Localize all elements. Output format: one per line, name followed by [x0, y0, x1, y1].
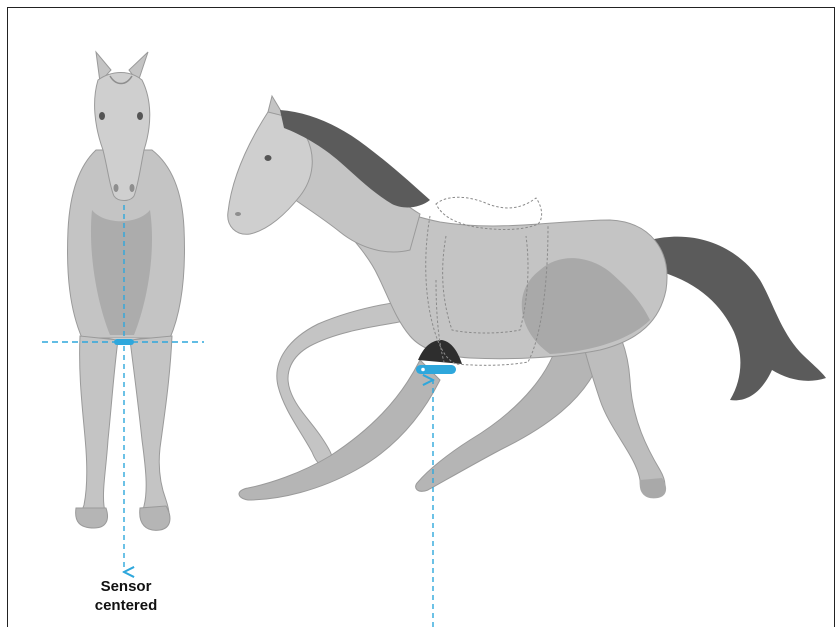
left-eye [99, 112, 105, 120]
front-leg-reaching [239, 360, 440, 500]
side-eye [265, 155, 272, 161]
horse-front-view-icon [68, 52, 185, 530]
horse-galloping-side-view-icon [228, 96, 826, 500]
front-right-leg [130, 336, 172, 526]
front-sensor-icon [114, 339, 134, 345]
left-nostril [114, 184, 119, 192]
sensor-indicator-dot [421, 368, 425, 372]
caption-line-2: centered [70, 596, 182, 615]
right-eye [137, 112, 143, 120]
side-nostril [235, 212, 241, 216]
sensor-centered-caption: Sensor centered [70, 577, 182, 615]
caption-line-1: Sensor [70, 577, 182, 596]
front-right-hoof [140, 506, 170, 530]
hind-hoof [640, 478, 666, 498]
front-left-hoof [76, 508, 108, 528]
tail [650, 237, 826, 401]
front-left-leg [80, 336, 118, 524]
right-nostril [130, 184, 135, 192]
